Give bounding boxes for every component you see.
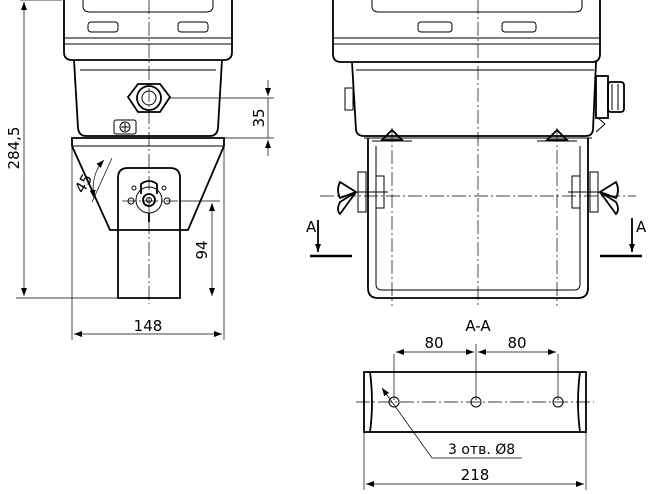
mounting-bracket (71, 137, 225, 299)
pitch-left-label: 80 (424, 334, 443, 352)
front-view: 284,5 35 45 94 148 (5, 0, 274, 340)
dimension-box-offset: 35 (170, 80, 274, 156)
overall-height-label: 284,5 (5, 127, 23, 170)
ground-screw-icon (113, 119, 137, 135)
section-marker-left: A (306, 218, 352, 258)
dimension-slot-height: 94 (180, 200, 220, 296)
enclosure-lid (63, 0, 233, 61)
section-marker-right: A (600, 218, 647, 258)
enclosure-body (73, 59, 223, 137)
holes-note: 3 отв. Ø8 (448, 442, 515, 458)
section-title: A-A (465, 317, 491, 335)
side-gland-icon (595, 75, 625, 133)
dimension-angle: 45 (71, 157, 113, 203)
wing-screw-right-icon (568, 171, 619, 216)
side-lid (332, 0, 601, 63)
holes-leader: 3 отв. Ø8 (381, 387, 522, 459)
section-a-a: A-A 80 80 3 отв. Ø8 21 (356, 317, 594, 490)
dimension-bar-length: 218 (363, 432, 587, 490)
dimension-bracket-width: 148 (71, 146, 225, 340)
box-offset-label: 35 (250, 108, 268, 127)
section-marker-left-label: A (306, 218, 317, 236)
bar-length-label: 218 (461, 466, 490, 484)
wing-screw-left-icon (337, 171, 388, 216)
slot-height-label: 94 (193, 240, 211, 259)
side-body (344, 61, 597, 137)
side-view: A A (306, 0, 647, 306)
pitch-right-label: 80 (507, 334, 526, 352)
bracket-width-label: 148 (134, 317, 163, 335)
section-marker-right-label: A (636, 218, 647, 236)
dimension-overall-height: 284,5 (5, 0, 118, 299)
bracket-bar (356, 371, 594, 433)
